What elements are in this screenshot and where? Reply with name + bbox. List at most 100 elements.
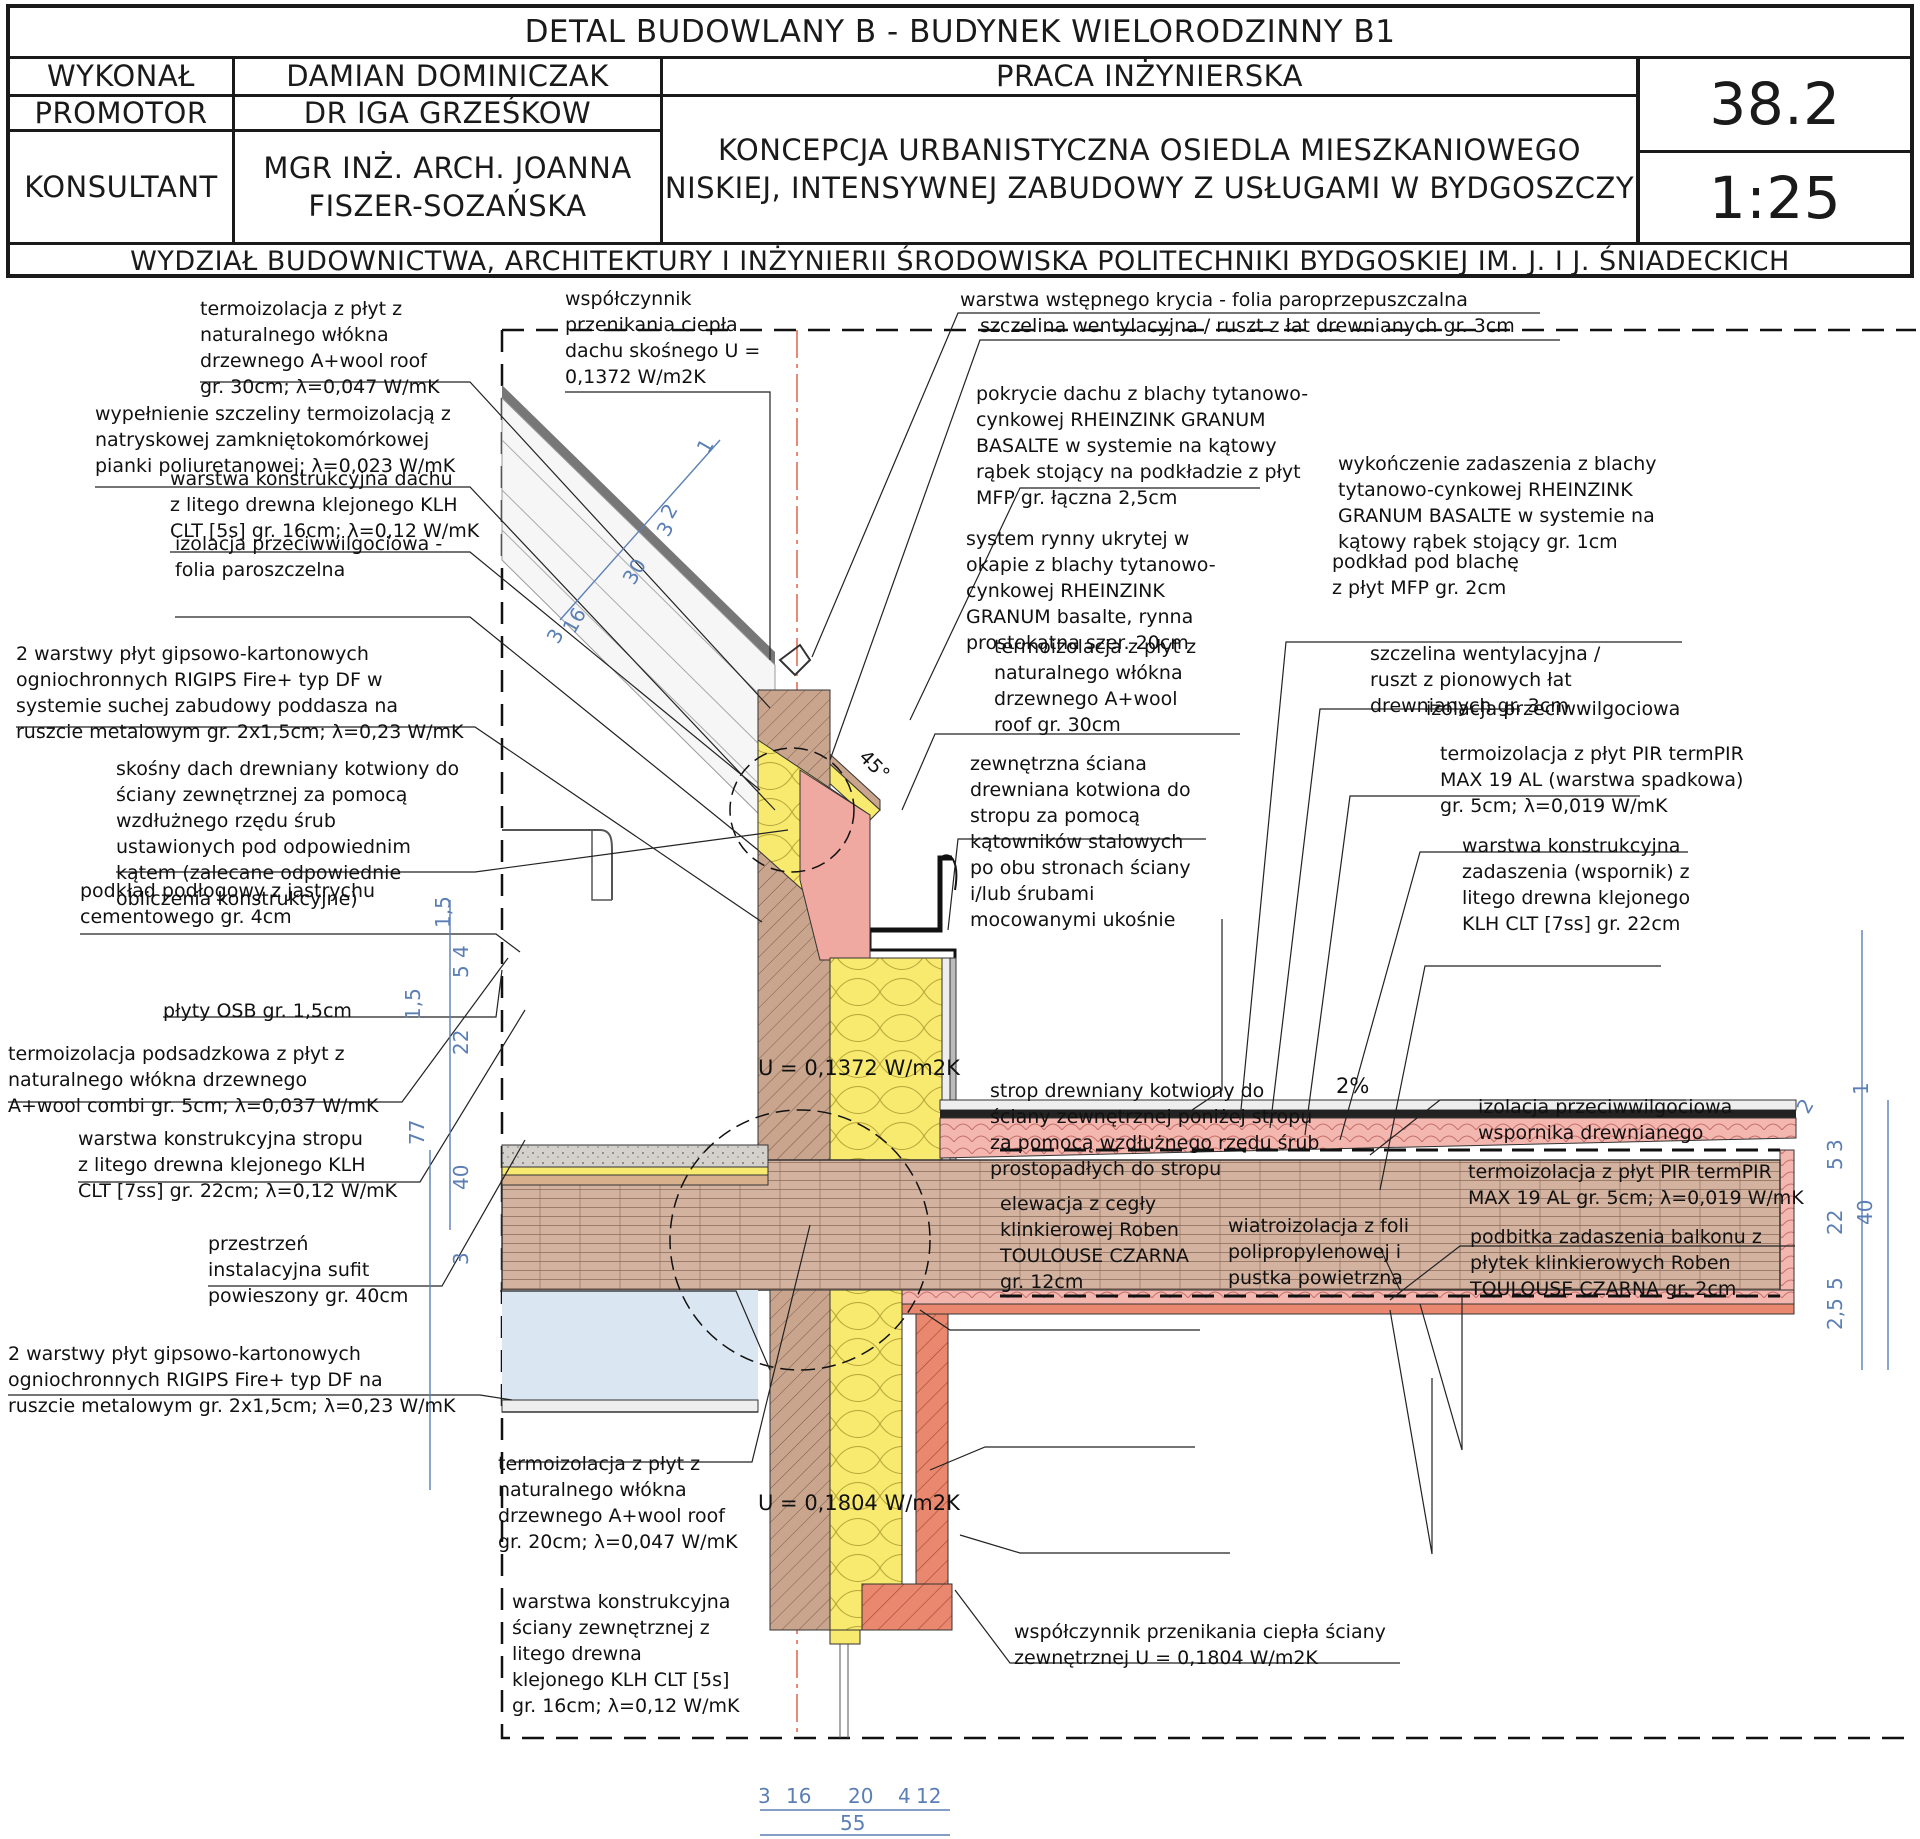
callout-line: gr. 5cm; λ=0,019 W/mK (1440, 795, 1668, 817)
dim-left-8: 3 (449, 1252, 473, 1265)
thesis-title-line2: NISKIEJ, INTENSYWNEJ ZABUDOWY Z USŁUGAMI… (664, 171, 1635, 205)
callout-line: litego drewna klejonego (1462, 887, 1690, 909)
callout-line: prostopadłych do stropu (990, 1158, 1221, 1180)
callout-right-3: pokrycie dachu z blachy tytanowo-cynkowe… (976, 383, 1308, 509)
dim-right-1: 1 (1849, 1082, 1873, 1095)
callout-line: szczelina wentylacyjna / (1370, 643, 1601, 665)
callout-line: ściany zewnętrznej za pomocą (116, 784, 407, 806)
callout-line: cynkowej RHEINZINK GRANUM (976, 409, 1266, 431)
callout-line: izolacja przeciwwilgociowa (1426, 698, 1680, 720)
callout-line: termoizolacja z płyt z (498, 1453, 700, 1475)
callout-line: wypełnienie szczeliny termoizolacją z (95, 403, 451, 425)
dim-bottom-55: 55 (840, 1811, 865, 1835)
callout-line: gr. 12cm (1000, 1271, 1083, 1293)
callout-line: okapie z blachy tytanowo- (966, 554, 1216, 576)
callout-right-9: szczelina wentylacyjna /ruszt z pionowyc… (1370, 643, 1601, 717)
callout-line: warstwa konstrukcyjna dachu (170, 468, 453, 490)
callout-line: gr. 16cm; λ=0,12 W/mK (512, 1695, 740, 1717)
callout-right-2: szczelina wentylacyjna / ruszt z łat dre… (980, 315, 1515, 337)
callout-line: płytek klinkierowych Roben (1470, 1252, 1731, 1274)
dimension-lines (429, 439, 1889, 1836)
dim-bottom-12: 12 (916, 1784, 941, 1808)
dim-left-4: 1,5 (401, 988, 425, 1020)
sheet-title: DETAL BUDOWLANY B - BUDYNEK WIELORODZINN… (524, 14, 1396, 50)
role-wykonal: WYKONAŁ (47, 59, 195, 93)
callout-line: warstwa konstrukcyjna (512, 1591, 730, 1613)
callout-line: 2 warstwy płyt gipsowo-kartonowych (16, 643, 369, 665)
dim-bottom-16: 16 (786, 1784, 811, 1808)
callout-line: 2 warstwy płyt gipsowo-kartonowych (8, 1343, 361, 1365)
callout-line: kątowy rąbek stojący gr. 1cm (1338, 531, 1618, 553)
drawing-scale: 1:25 (1708, 163, 1842, 232)
callout-line: zewnętrzna ściana (970, 753, 1147, 775)
callout-line: termoizolacja z płyt z (994, 636, 1196, 658)
dim-left-6: 77 (405, 1120, 429, 1145)
callout-line: naturalnego włókna (994, 662, 1183, 684)
callout-line: izolacja przeciwwilgociowa - (175, 533, 442, 555)
faculty-name: WYDZIAŁ BUDOWNICTWA, ARCHITEKTURY I INŻY… (130, 245, 1790, 277)
callout-right-5: termoizolacja z płyt z naturalnego włókna… (994, 636, 1196, 736)
callout-line: rąbek stojący na podkładzie z płyt (976, 461, 1301, 483)
sheet-number: 38.2 (1709, 70, 1841, 138)
consultant-name-line2: FISZER-SOZAŃSKA (308, 188, 587, 223)
callout-line: litego drewna (512, 1643, 642, 1665)
callout-line: TOULOUSE CZARNA gr. 2cm (1469, 1278, 1736, 1300)
consultant-name: MGR INŻ. ARCH. JOANNA FISZER-SOZAŃSKA (235, 131, 660, 242)
callout-line: CLT [5s] gr. 16cm; λ=0,12 W/mK (170, 520, 480, 542)
callout-right-1: warstwa wstępnego krycia - folia paroprz… (960, 290, 1468, 311)
callout-line: kątem (zalecane odpowiednie (116, 862, 401, 884)
callout-line: pianki poliuretanowej; λ=0,023 W/mK (95, 455, 456, 477)
callout-line: naturalnego włókna (200, 324, 389, 346)
dim-left-5: 22 (449, 1030, 473, 1055)
promotor-name: DR IGA GRZEŚKOW (303, 96, 592, 130)
callout-line: TOULOUSE CZARNA (999, 1245, 1189, 1267)
detail-circle-roof (729, 747, 855, 873)
callout-line: zewnętrznej U = 0,1804 W/m2K (1014, 1647, 1318, 1669)
callout-line: BASALTE w systemie na kątowy (976, 435, 1277, 457)
callout-line: kątowników stalowych (970, 831, 1183, 853)
angle-annotation: 45° (854, 746, 893, 785)
callout-line: współczynnik przenikania ciepła ściany (1014, 1621, 1386, 1643)
callout-line: prostokątna szer. 20cm (966, 632, 1189, 654)
callout-line: zadaszenia (wspornik) z (1462, 861, 1690, 883)
u-value-wall: U = 0,1804 W/m2K (758, 1491, 961, 1515)
callout-line: cementowego gr. 4cm (80, 906, 292, 928)
callout-line: folia paroszczelna (175, 559, 345, 581)
dim-right-3: 3 (1823, 1139, 1847, 1152)
callout-line: GRANUM BASALTE w systemie na (1338, 505, 1655, 527)
callout-line: termoizolacja z płyt z (200, 298, 402, 320)
dim-right-25: 2,5 (1823, 1298, 1847, 1330)
labels-left: termoizolacja z płyt z naturalnego włókna… (8, 298, 480, 1417)
callout-line: pokrycie dachu z blachy tytanowo- (976, 383, 1308, 405)
thesis-type: PRACA INŻYNIERSKA (996, 59, 1303, 93)
callout-line: drewnianych gr. 3cm (1370, 695, 1569, 717)
callout-line: drzewnego A+wool roof (200, 350, 428, 372)
callout-line: ruszcie metalowym gr. 2x1,5cm; λ=0,23 W/… (8, 1395, 456, 1417)
thesis-title: KONCEPCJA URBANISTYCZNA OSIEDLA MIESZKAN… (663, 96, 1636, 242)
title-block: DETAL BUDOWLANY B - BUDYNEK WIELORODZINN… (6, 4, 1914, 278)
callout-line: A+wool combi gr. 5cm; λ=0,037 W/mK (8, 1095, 379, 1117)
dim-left-2: 5 (449, 965, 473, 978)
dim-bottom-20: 20 (848, 1784, 873, 1808)
callout-left-4: izolacja przeciwwilgociowa - folia parosz… (175, 533, 442, 581)
callout-line: GRANUM basalte, rynna (966, 606, 1193, 628)
callout-left-1: termoizolacja z płyt z naturalnego włókna… (200, 298, 440, 398)
callout-line: po obu stronach ściany (970, 857, 1191, 879)
callout-line: 0,1372 W/m2K (565, 366, 706, 388)
callout-line: MAX 19 AL gr. 5cm; λ=0,019 W/mK (1468, 1187, 1804, 1209)
pitched-roof (501, 385, 812, 832)
callout-line: ustawionych pod odpowiednim (116, 836, 411, 858)
callout-line: KLH CLT [7ss] gr. 22cm (1462, 913, 1680, 935)
